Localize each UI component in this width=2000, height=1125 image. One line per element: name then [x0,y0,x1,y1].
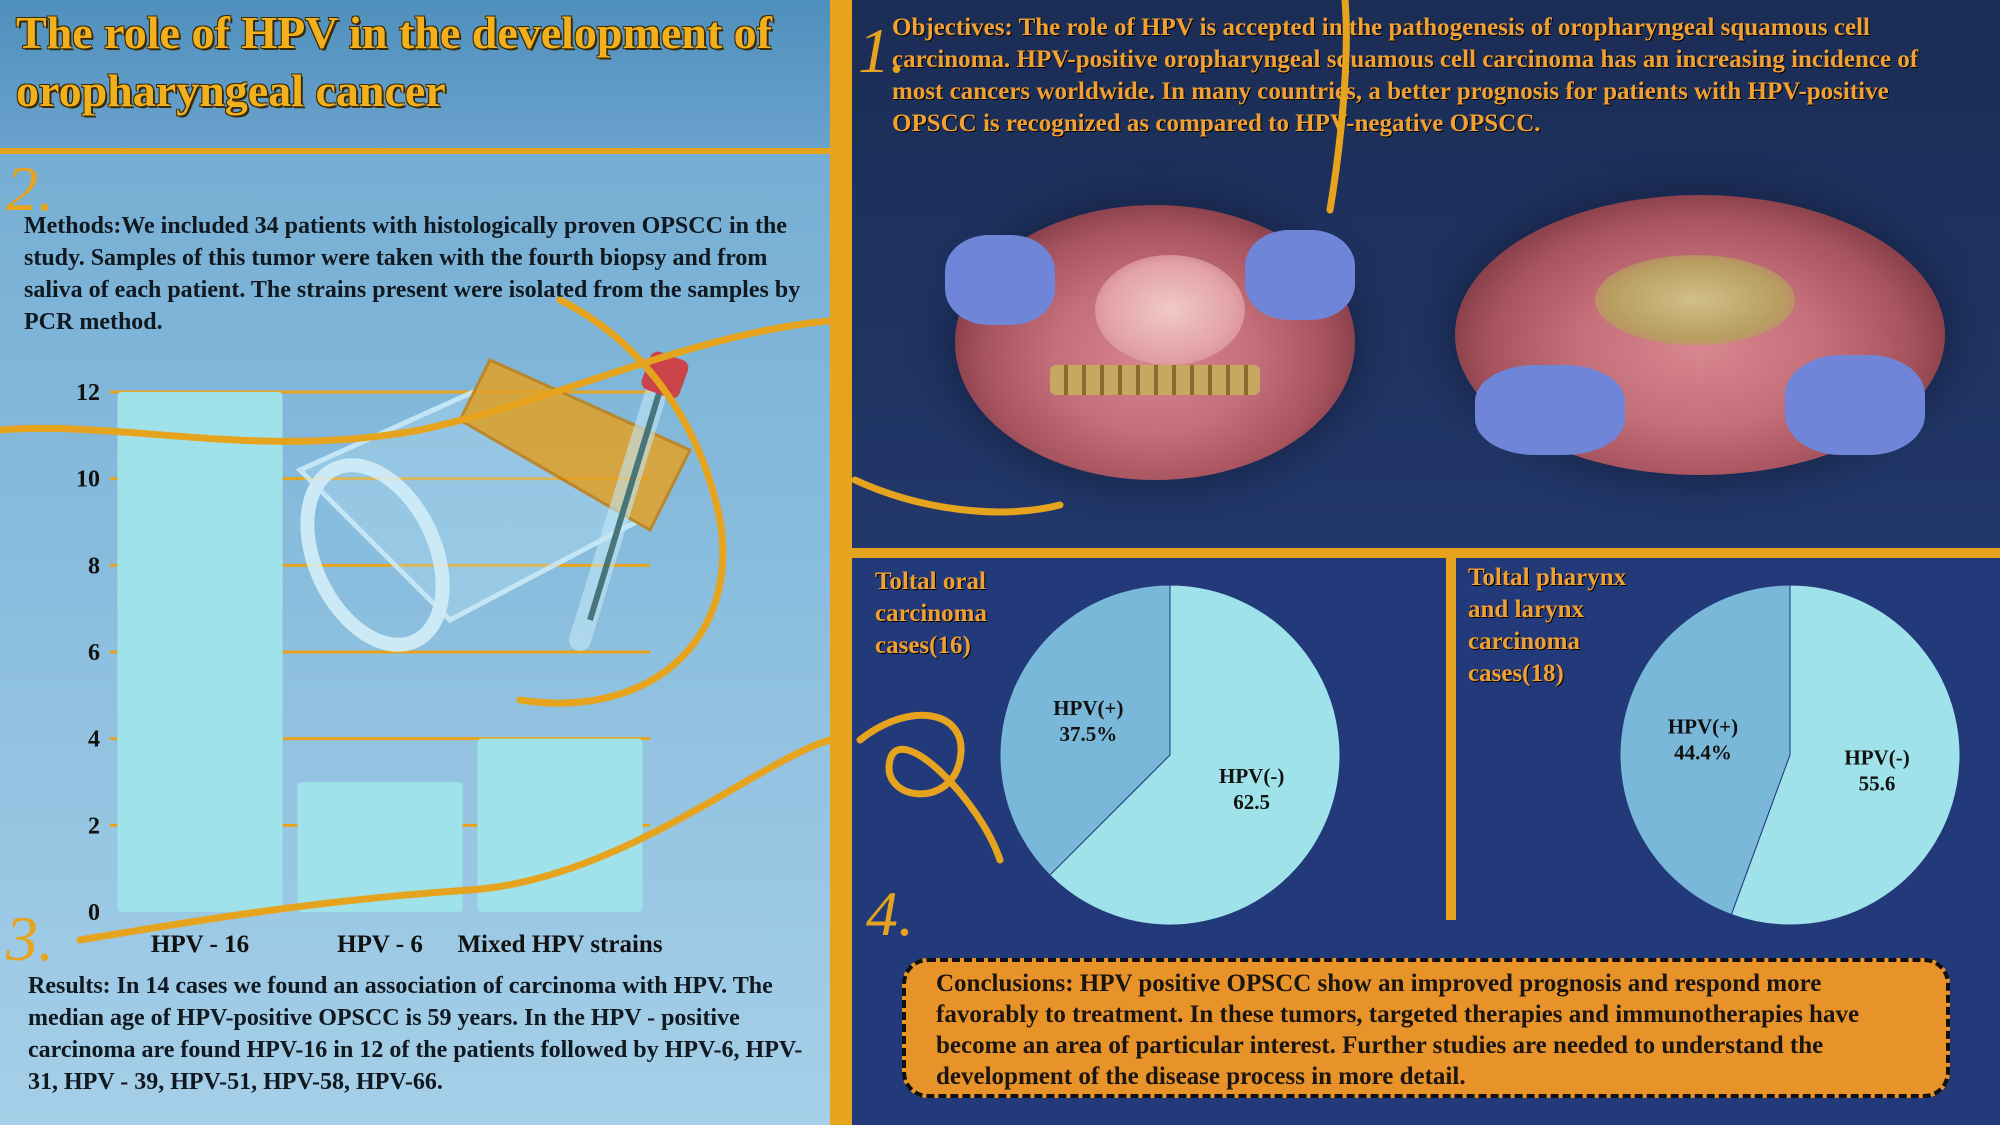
x-tick-label: Mixed HPV strains [457,931,662,958]
conclusions-box: Conclusions: HPV positive OPSCC show an … [902,958,1950,1098]
pie-1-title: Toltal oral carcinoma cases(16) [875,568,988,659]
x-tick-label: HPV - 16 [151,931,249,958]
pie-slice-value: 37.5% [1059,722,1117,746]
pie-divider [1446,558,1456,920]
pie-slice-label: HPV(+) [1053,696,1123,720]
bar [477,738,643,912]
pie-slice-value: 44.4% [1674,741,1732,765]
glove-left-icon [945,235,1055,325]
pie-chart-pharynx: HPV(+)44.4% HPV(-)55.6 [1619,584,1961,926]
pie-2-title: Toltal pharynx and larynx carcinoma case… [1468,564,1627,687]
pie-slice [1730,584,1961,926]
glove-right-icon [1785,355,1925,455]
pie-slice-value: 55.6 [1859,771,1896,795]
y-tick-label: 10 [76,467,100,493]
glove-left-icon [1475,365,1625,455]
y-tick-label: 2 [88,813,100,839]
pie-chart-oral: HPV(+)37.5% HPV(-)62.5 [999,584,1341,926]
poster-title: The role of HPV in the development of or… [16,7,772,116]
y-tick-label: 4 [88,727,100,753]
bar [297,782,463,912]
x-tick-label: HPV - 6 [337,931,423,958]
oral-lesion-photo-2 [1455,195,1945,475]
pie-slice [999,584,1171,876]
vertical-divider [830,0,852,1125]
oral-lesion-photo-1 [945,205,1355,480]
horizontal-divider [852,548,2000,558]
bar [117,392,283,912]
results-text: Results: In 14 cases we found an associa… [28,973,803,1095]
y-tick-label: 8 [88,553,100,579]
pie-slice-label: HPV(-) [1219,764,1284,788]
pie-slice-value: 62.5 [1233,790,1270,814]
tumor-mass [1095,255,1245,365]
title-banner: The role of HPV in the development of or… [0,0,830,154]
teeth [1050,365,1260,395]
y-tick-label: 6 [88,640,100,666]
pie-slice [1049,584,1341,926]
y-tick-label: 12 [76,380,100,406]
pie-slice [1619,584,1791,916]
objectives-text: Objectives: The role of HPV is accepted … [892,14,1919,137]
pie-slice-label: HPV(-) [1844,745,1909,769]
conclusions-text: Conclusions: HPV positive OPSCC show an … [936,970,1860,1090]
pie-slice-label: HPV(+) [1668,715,1738,739]
y-tick-label: 0 [88,900,100,926]
glove-right-icon [1245,230,1355,320]
ulcer-lesion [1595,255,1795,345]
